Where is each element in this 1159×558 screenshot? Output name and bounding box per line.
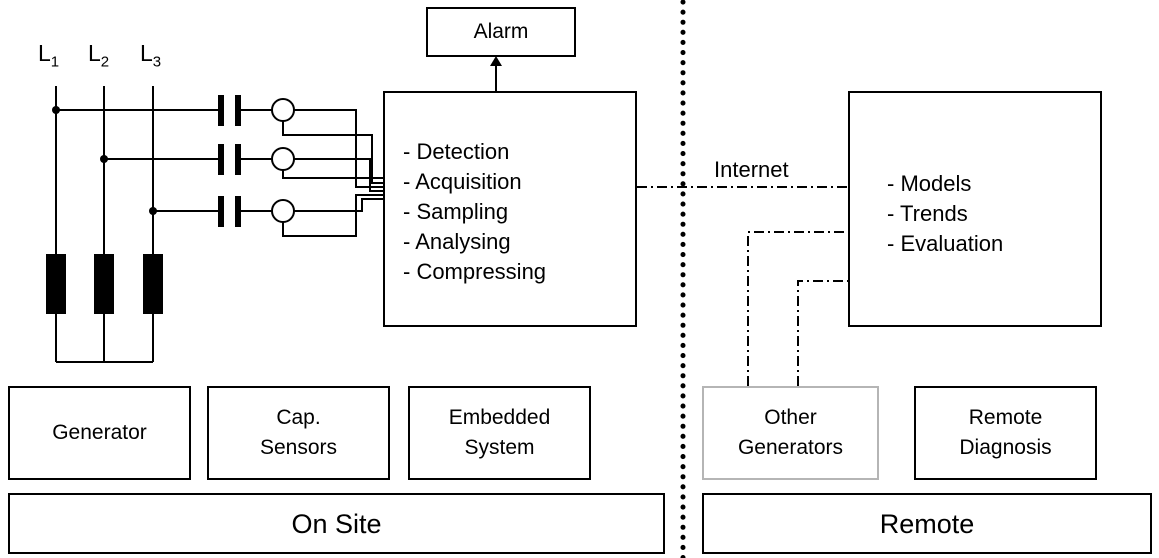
embedded-functions-box: - Detection - Acquisition - Sampling - A… [383, 91, 637, 327]
function-sampling: - Sampling [403, 199, 509, 224]
phase-label-l1: L1 [38, 40, 60, 71]
winding-l2 [94, 254, 114, 314]
other-generators-link-1 [747, 231, 848, 386]
sensor-wire-3b [294, 198, 383, 212]
remote-diagnosis-label-line1: Remote [968, 406, 1043, 429]
junction-l1 [52, 106, 60, 114]
sensor-2 [271, 147, 295, 171]
phase-label-l2: L2 [88, 40, 110, 71]
sensor-1 [271, 98, 295, 122]
function-evaluation: - Evaluation [887, 231, 1004, 256]
on-site-section: On Site [8, 493, 665, 554]
embedded-system-label-line2: System [464, 436, 535, 459]
cap-sensors-box: Cap. Sensors [207, 386, 390, 480]
generator-box: Generator [8, 386, 191, 480]
other-generators-label-line2: Generators [737, 436, 844, 459]
other-generators-box: Other Generators [702, 386, 879, 480]
cap-sensors-label-line2: Sensors [259, 436, 338, 459]
internet-label: Internet [714, 157, 789, 182]
remote-section: Remote [702, 493, 1152, 554]
alarm-label: Alarm [473, 20, 529, 43]
cap-sensors-label-line1: Cap. [276, 406, 321, 429]
alarm-arrow-head [490, 56, 502, 66]
function-models: - Models [887, 171, 972, 196]
remote-functions-box: - Models - Trends - Evaluation [848, 91, 1102, 327]
remote-label: Remote [879, 508, 975, 539]
capacitor-1 [218, 95, 224, 126]
winding-l1 [46, 254, 66, 314]
sensor-wire-2a [282, 170, 383, 179]
on-site-label: On Site [291, 508, 382, 539]
junction-l2 [100, 155, 108, 163]
sensor-wire-3a [282, 194, 383, 237]
function-trends: - Trends [887, 201, 968, 226]
remote-diagnosis-label-line2: Diagnosis [959, 436, 1052, 459]
function-acquisition: - Acquisition [403, 169, 522, 194]
function-compressing: - Compressing [403, 259, 547, 284]
other-generators-link-2 [797, 280, 848, 386]
embedded-system-box: Embedded System [408, 386, 591, 480]
winding-l3 [143, 254, 163, 314]
capacitor-3 [218, 196, 224, 227]
sensor-3 [271, 199, 295, 223]
other-generators-label-line1: Other [764, 406, 817, 429]
alarm-box: Alarm [426, 7, 576, 57]
embedded-system-label-line1: Embedded [448, 406, 551, 429]
capacitor-2 [218, 144, 224, 175]
sensor-wire-1a [282, 121, 383, 184]
phase-label-l3: L3 [140, 40, 162, 71]
sensor-wire-2b [294, 158, 383, 192]
function-analysing: - Analysing [403, 229, 511, 254]
remote-diagnosis-box: Remote Diagnosis [914, 386, 1097, 480]
generator-label: Generator [52, 421, 147, 444]
junction-l3 [149, 207, 157, 215]
function-detection: - Detection [403, 139, 510, 164]
